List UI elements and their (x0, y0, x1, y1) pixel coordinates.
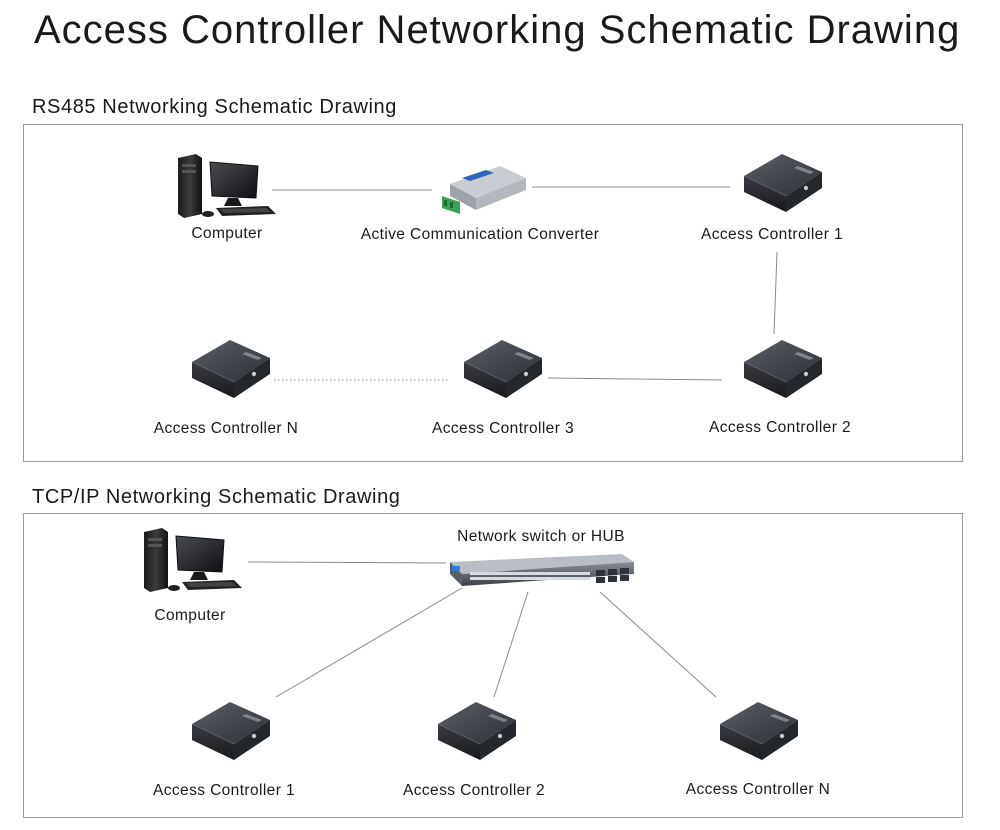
tcpip-switch-label: Network switch or HUB (457, 528, 625, 545)
rs485-panel (23, 124, 963, 462)
page-title: Access Controller Networking Schematic D… (34, 8, 961, 52)
wire-computer-switch (247, 561, 447, 564)
rs485-ac3-icon (462, 338, 544, 400)
rs485-ac3-label: Access Controller 3 (432, 420, 574, 437)
rs485-acN-icon (190, 338, 272, 400)
tcpip-section-title: TCP/IP Networking Schematic Drawing (32, 486, 401, 508)
tcpip-ac1-label: Access Controller 1 (153, 782, 295, 799)
rs485-ac2-label: Access Controller 2 (709, 419, 851, 436)
tcpip-ac2-icon (436, 700, 518, 762)
rs485-computer-label: Computer (191, 225, 263, 242)
wire-switch-acN (599, 591, 717, 698)
tcpip-ac2-label: Access Controller 2 (403, 782, 545, 799)
rs485-section-title: RS485 Networking Schematic Drawing (32, 96, 397, 118)
tcpip-computer-label: Computer (154, 607, 226, 624)
rs485-converter-icon (440, 162, 530, 218)
tcpip-panel (23, 513, 963, 818)
tcpip-ac1-icon (190, 700, 272, 762)
network-switch-icon (446, 552, 636, 588)
tcpip-computer-icon (138, 526, 248, 596)
wire-switch-ac2 (493, 591, 529, 698)
wire-ac1-ac2 (773, 251, 778, 335)
rs485-converter-label: Active Communication Converter (360, 226, 600, 243)
rs485-computer-icon (172, 152, 282, 222)
rs485-acN-label: Access Controller N (153, 420, 299, 437)
wire-ac2-ac3 (547, 377, 723, 381)
rs485-ac1-label: Access Controller 1 (701, 226, 843, 243)
rs485-ac1-icon (742, 152, 824, 214)
tcpip-acN-icon (718, 700, 800, 762)
tcpip-acN-label: Access Controller N (685, 781, 831, 798)
wire-switch-ac1 (275, 587, 463, 698)
rs485-ac2-icon (742, 338, 824, 400)
